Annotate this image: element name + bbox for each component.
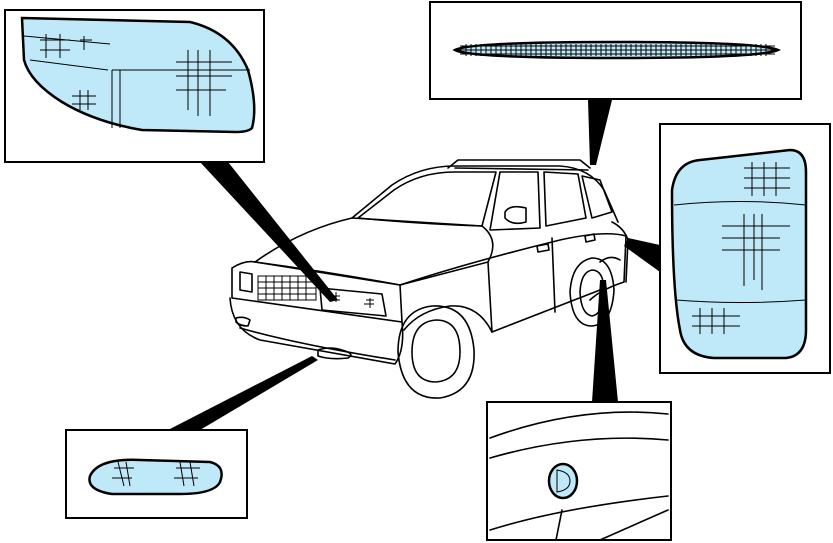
- headlamp-detail: [5, 10, 264, 162]
- high-mount-brake-lamp-detail: [430, 2, 801, 99]
- fog-lamp-pointer: [168, 356, 318, 430]
- side-marker-pointer: [592, 280, 618, 402]
- side-marker-icon: [549, 464, 577, 498]
- headlamp-pointer: [200, 162, 338, 302]
- fog-lamp-detail: [66, 430, 247, 518]
- vehicle-drawing: [230, 160, 628, 398]
- fog-lamp-icon: [89, 460, 221, 494]
- tail-lamp-detail: [660, 124, 830, 373]
- brake-lamp-pointer: [588, 100, 612, 165]
- tail-lamp-pointer: [624, 238, 660, 272]
- tail-lamp-icon: [672, 150, 806, 358]
- brake-lamp-grid: [458, 44, 777, 56]
- side-marker-lamp-detail: [487, 402, 671, 540]
